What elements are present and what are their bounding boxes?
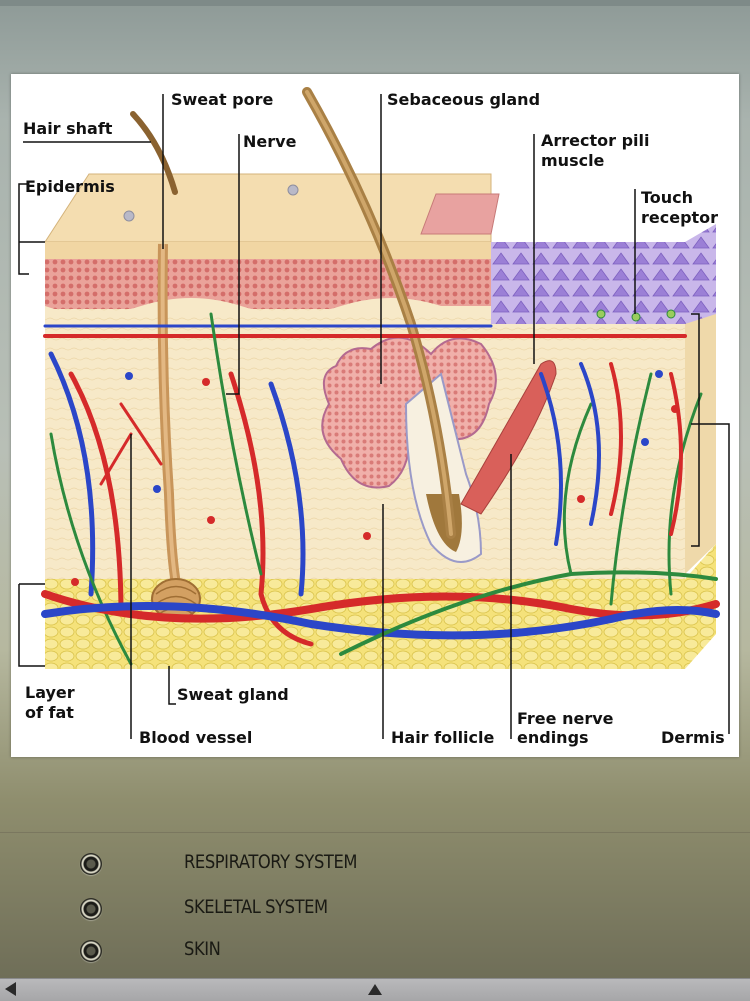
skin-diagram-card: Hair shaft Sweat pore Nerve Sebaceous gl… — [11, 74, 739, 757]
menu-separator — [0, 832, 750, 833]
menu-item-label: SKIN — [184, 938, 221, 960]
label-layer-of-fat-1: Layer — [25, 683, 75, 702]
label-blood-vessel: Blood vessel — [139, 728, 252, 747]
hair-shafts — [130, 87, 456, 539]
label-epidermis: Epidermis — [25, 177, 115, 196]
label-free-nerve-endings-1: Free nerve — [517, 709, 614, 728]
label-sweat-pore: Sweat pore — [171, 90, 274, 109]
labels: Hair shaft Sweat pore Nerve Sebaceous gl… — [23, 90, 725, 747]
skin-diagram: Hair shaft Sweat pore Nerve Sebaceous gl… — [18, 87, 730, 747]
label-nerve: Nerve — [243, 132, 297, 151]
radio-icon[interactable] — [80, 853, 102, 875]
cells — [71, 370, 679, 586]
label-hair-shaft: Hair shaft — [23, 119, 113, 138]
vessels-network — [41, 309, 720, 666]
menu-item-skeletal-system[interactable]: SKELETAL SYSTEM — [60, 890, 580, 930]
label-touch-receptor-2: receptor — [641, 208, 718, 227]
radio-icon[interactable] — [80, 898, 102, 920]
label-arrector-pili-1: Arrector pili — [541, 131, 650, 150]
epidermis-layer — [44, 173, 716, 324]
top-bar — [0, 0, 750, 6]
bottom-toolbar — [0, 978, 750, 1001]
arrector-pili-muscle — [460, 360, 557, 515]
arrow-left-icon[interactable] — [5, 982, 16, 996]
menu-item-label: RESPIRATORY SYSTEM — [184, 851, 358, 873]
label-sweat-gland: Sweat gland — [177, 685, 289, 704]
label-layer-of-fat-2: of fat — [25, 703, 74, 722]
label-dermis: Dermis — [661, 728, 725, 747]
menu-item-skin[interactable]: SKIN — [60, 932, 580, 972]
label-arrector-pili-2: muscle — [541, 151, 605, 170]
label-free-nerve-endings-2: endings — [517, 728, 589, 747]
label-hair-follicle: Hair follicle — [391, 728, 495, 747]
label-sebaceous-gland: Sebaceous gland — [387, 90, 540, 109]
menu-item-respiratory-system[interactable]: RESPIRATORY SYSTEM — [60, 845, 580, 885]
radio-icon[interactable] — [80, 940, 102, 962]
fat-layer — [45, 544, 716, 669]
menu-item-label: SKELETAL SYSTEM — [184, 896, 328, 918]
leader-lines — [18, 94, 730, 739]
arrow-up-icon[interactable] — [368, 984, 382, 995]
label-touch-receptor-1: Touch — [641, 188, 693, 207]
